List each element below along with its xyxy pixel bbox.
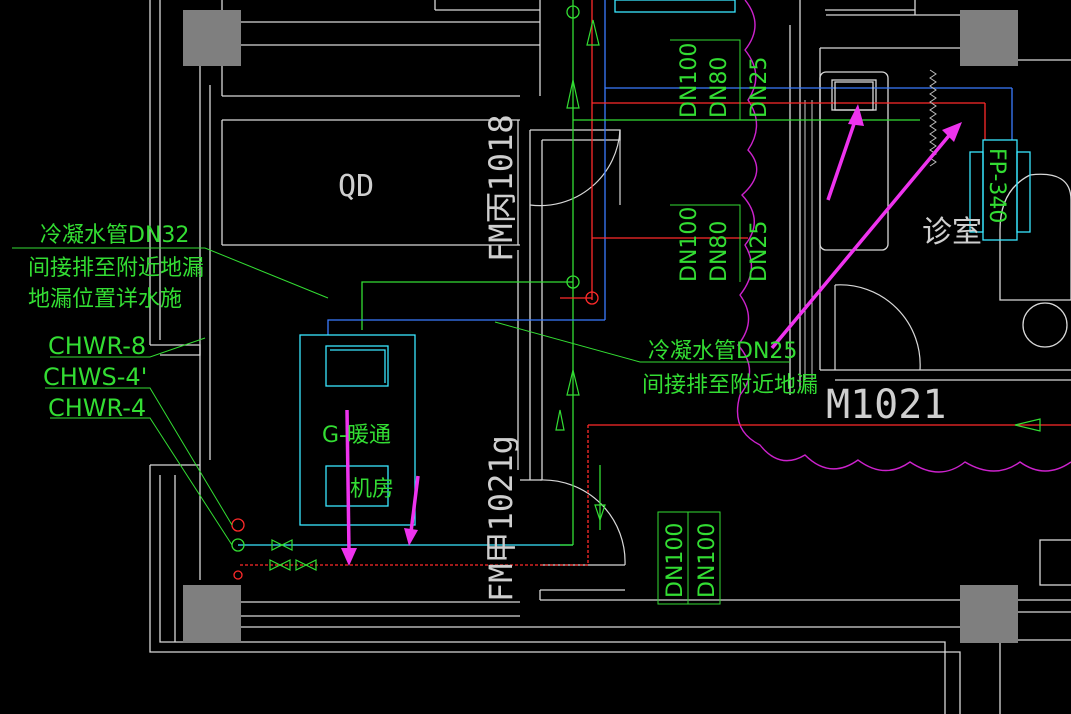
leader-lines	[12, 247, 790, 546]
condensate-note-left-line3: 地漏位置详水施	[28, 287, 182, 312]
pipe-size-label: DN25	[747, 57, 772, 118]
door-tag-fm-bing: FM丙1018	[482, 114, 520, 262]
pipe-size-label: DN80	[707, 221, 732, 282]
condensate-note-left-line1: 冷凝水管DN32	[40, 223, 189, 248]
pipe-size-label: DN100	[677, 43, 702, 118]
pipe-size-labels-bottom: DN100 DN100	[657, 511, 721, 605]
room-label-equipment-bottom: 机房	[350, 477, 394, 502]
pipe-size-label: DN100	[663, 523, 688, 598]
fan-coil-tag: FP-340	[984, 148, 1009, 223]
pipe-size-labels-top: DN100 DN80 DN25	[677, 43, 772, 118]
condensate-note-left-line2: 间接排至附近地漏	[28, 256, 204, 281]
room-label-clinic: 诊室	[922, 215, 982, 250]
markup-arrows	[341, 104, 962, 566]
condensate-note-right-line1: 冷凝水管DN25	[648, 339, 797, 364]
door-swings	[529, 129, 921, 566]
pipe-size-label: DN80	[707, 57, 732, 118]
pipe-size-label: DN25	[747, 221, 772, 282]
fan-coil-unit	[614, 0, 1031, 241]
pipe-size-label: DN100	[677, 207, 702, 282]
revision-cloud	[736, 0, 1071, 473]
riser-tag-chwr-4: CHWR-4	[48, 394, 146, 422]
door-tag-fm-jia: FM甲1021g	[482, 435, 520, 602]
riser-tag-chwr-8: CHWR-8	[48, 332, 146, 360]
valves	[269, 539, 317, 571]
flexible-duct	[929, 69, 937, 167]
wall-hatch	[804, 100, 813, 380]
pipe-size-label: DN100	[695, 523, 720, 598]
door-tag-m1021: M1021	[826, 382, 946, 428]
pipe-size-label-boxes	[670, 39, 741, 282]
ahu-unit	[299, 334, 416, 526]
walls	[149, 0, 1071, 714]
pipe-size-labels-mid: DN100 DN80 DN25	[677, 207, 772, 282]
room-label-qd: QD	[338, 169, 374, 204]
riser-tag-chws-4: CHWS-4'	[43, 363, 147, 391]
room-label-equipment-top: G-暖通	[322, 423, 391, 448]
flow-arrows	[555, 19, 1041, 522]
condensate-note-right-line2: 间接排至附近地漏	[642, 373, 818, 398]
structural-columns	[183, 10, 1018, 643]
